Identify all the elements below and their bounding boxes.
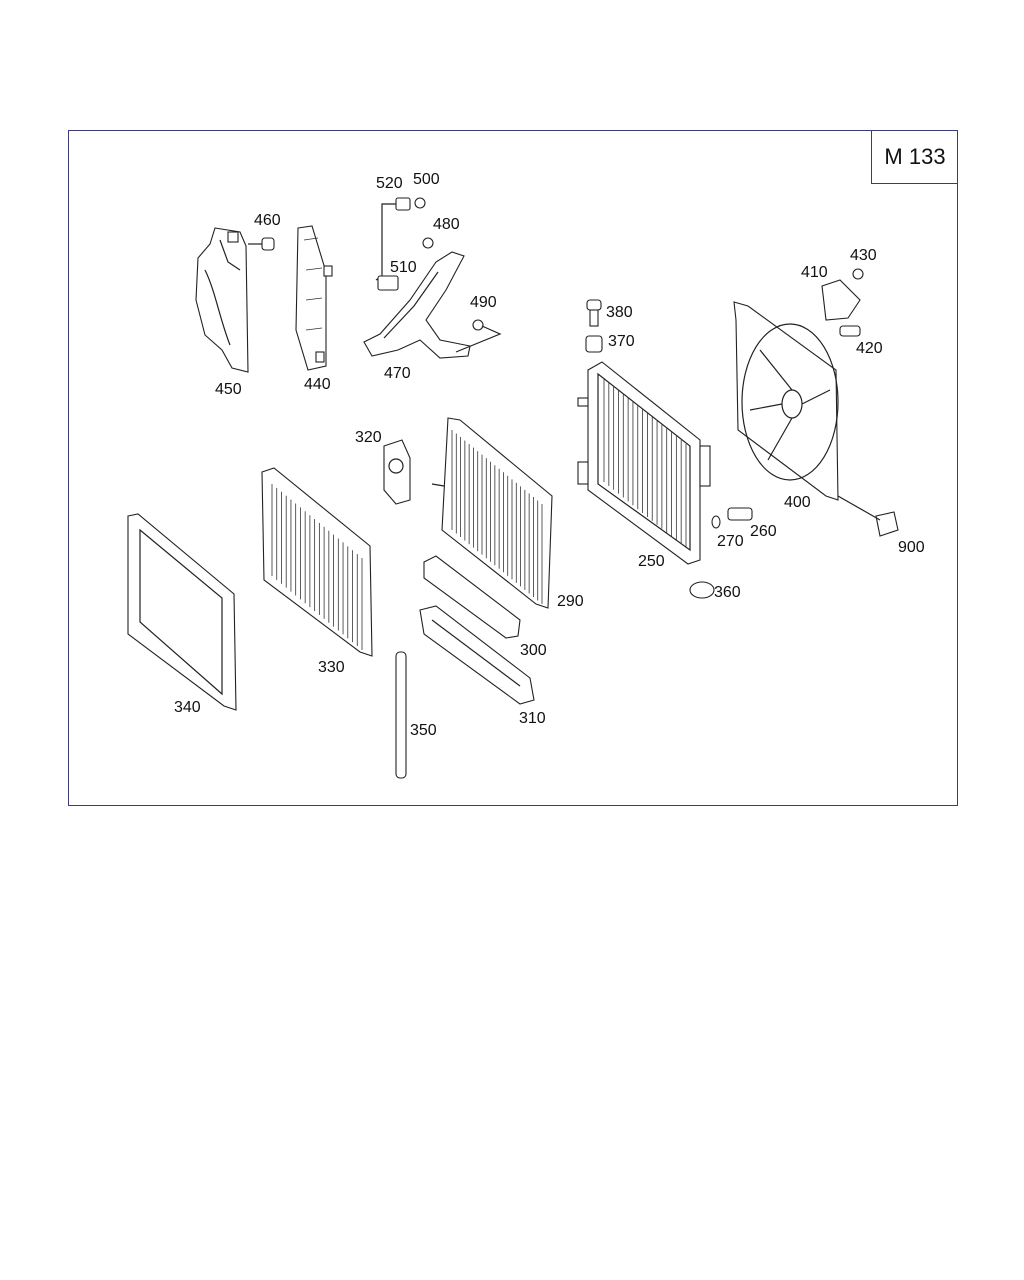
part-380-screw — [586, 299, 602, 327]
part-410-bracket — [821, 279, 861, 321]
callout-270: 270 — [717, 533, 744, 550]
callout-370: 370 — [608, 333, 635, 350]
part-250-radiator — [577, 361, 711, 565]
part-270-ring — [711, 515, 721, 529]
callout-500: 500 — [413, 171, 440, 188]
callout-470: 470 — [384, 365, 411, 382]
callout-320: 320 — [355, 429, 382, 446]
callout-450: 450 — [215, 381, 242, 398]
part-510-clamp — [377, 275, 399, 291]
callout-420: 420 — [856, 340, 883, 357]
callout-520: 520 — [376, 175, 403, 192]
part-300-drier — [423, 555, 521, 639]
part-330-intercooler — [261, 467, 373, 657]
callout-310: 310 — [519, 710, 546, 727]
diagram-frame — [68, 130, 958, 806]
part-440-oil-cooler — [295, 225, 333, 371]
callout-410: 410 — [801, 264, 828, 281]
part-470-bracket — [363, 251, 471, 359]
callout-330: 330 — [318, 659, 345, 676]
part-480-bolt — [422, 237, 434, 249]
part-490-screw — [455, 319, 502, 353]
part-290-condenser — [431, 417, 553, 609]
callout-480: 480 — [433, 216, 460, 233]
part-900-label — [837, 495, 899, 537]
part-320-bracket — [383, 439, 411, 505]
callout-440: 440 — [304, 376, 331, 393]
part-350-tube — [395, 651, 407, 779]
part-450-expansion-tank — [195, 227, 249, 373]
model-code-box: M 133 — [871, 130, 958, 184]
part-430-nut — [852, 268, 864, 280]
part-370-mount — [585, 335, 603, 353]
callout-510: 510 — [390, 259, 417, 276]
part-460-cap — [248, 237, 275, 251]
callout-360: 360 — [714, 584, 741, 601]
callout-380: 380 — [606, 304, 633, 321]
part-310-air-guide — [419, 605, 535, 705]
callout-400: 400 — [784, 494, 811, 511]
callout-300: 300 — [520, 642, 547, 659]
part-400-fan-shroud — [733, 301, 839, 501]
part-340-frame — [127, 513, 237, 711]
callout-490: 490 — [470, 294, 497, 311]
callout-900: 900 — [898, 539, 925, 556]
part-420-bolt — [839, 325, 861, 337]
callout-350: 350 — [410, 722, 437, 739]
callout-430: 430 — [850, 247, 877, 264]
callout-260: 260 — [750, 523, 777, 540]
callout-460: 460 — [254, 212, 281, 229]
callout-250: 250 — [638, 553, 665, 570]
callout-290: 290 — [557, 593, 584, 610]
callout-340: 340 — [174, 699, 201, 716]
model-code: M 133 — [884, 143, 946, 169]
part-360-grommet — [689, 581, 715, 599]
part-500-nut — [414, 197, 426, 209]
part-260-plug — [727, 507, 753, 521]
